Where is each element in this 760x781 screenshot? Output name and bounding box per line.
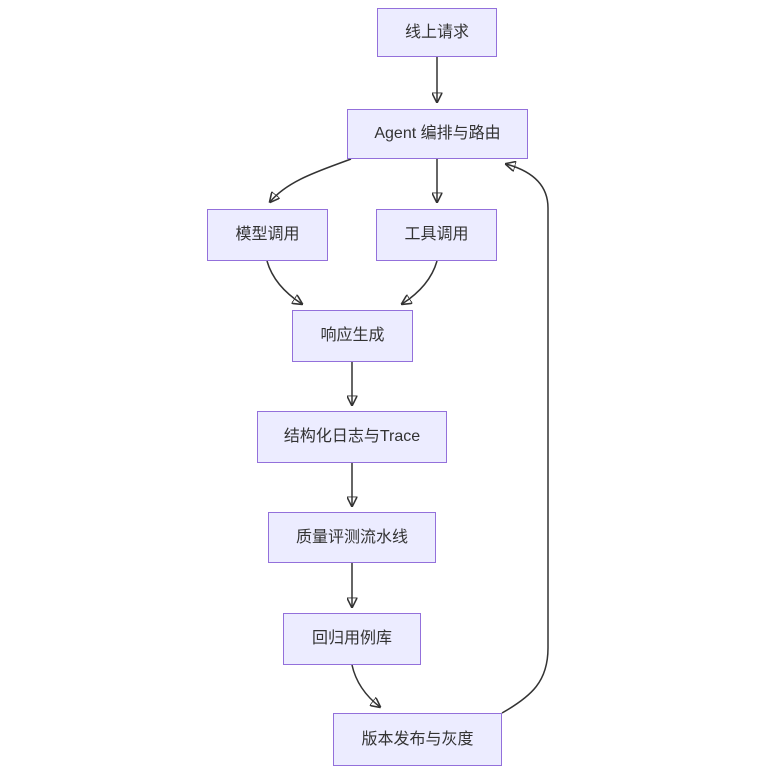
edge-agent-to-model-call — [270, 158, 352, 202]
node-tool-call: 工具调用 — [376, 209, 497, 261]
edge-model-call-to-response — [266, 260, 302, 304]
node-regression-case-library: 回归用例库 — [283, 613, 421, 665]
edge-regression-to-release — [351, 664, 380, 707]
node-response-generation: 响应生成 — [292, 310, 413, 362]
node-agent-orchestration-routing: Agent 编排与路由 — [347, 109, 528, 159]
node-quality-eval-pipeline: 质量评测流水线 — [268, 512, 436, 563]
edge-tool-call-to-response — [402, 260, 438, 304]
edge-release-to-agent-feedback — [501, 164, 549, 714]
node-release-and-canary: 版本发布与灰度 — [333, 713, 502, 766]
node-model-call: 模型调用 — [207, 209, 328, 261]
node-structured-logs-trace: 结构化日志与Trace — [257, 411, 447, 463]
node-online-request: 线上请求 — [377, 8, 497, 57]
